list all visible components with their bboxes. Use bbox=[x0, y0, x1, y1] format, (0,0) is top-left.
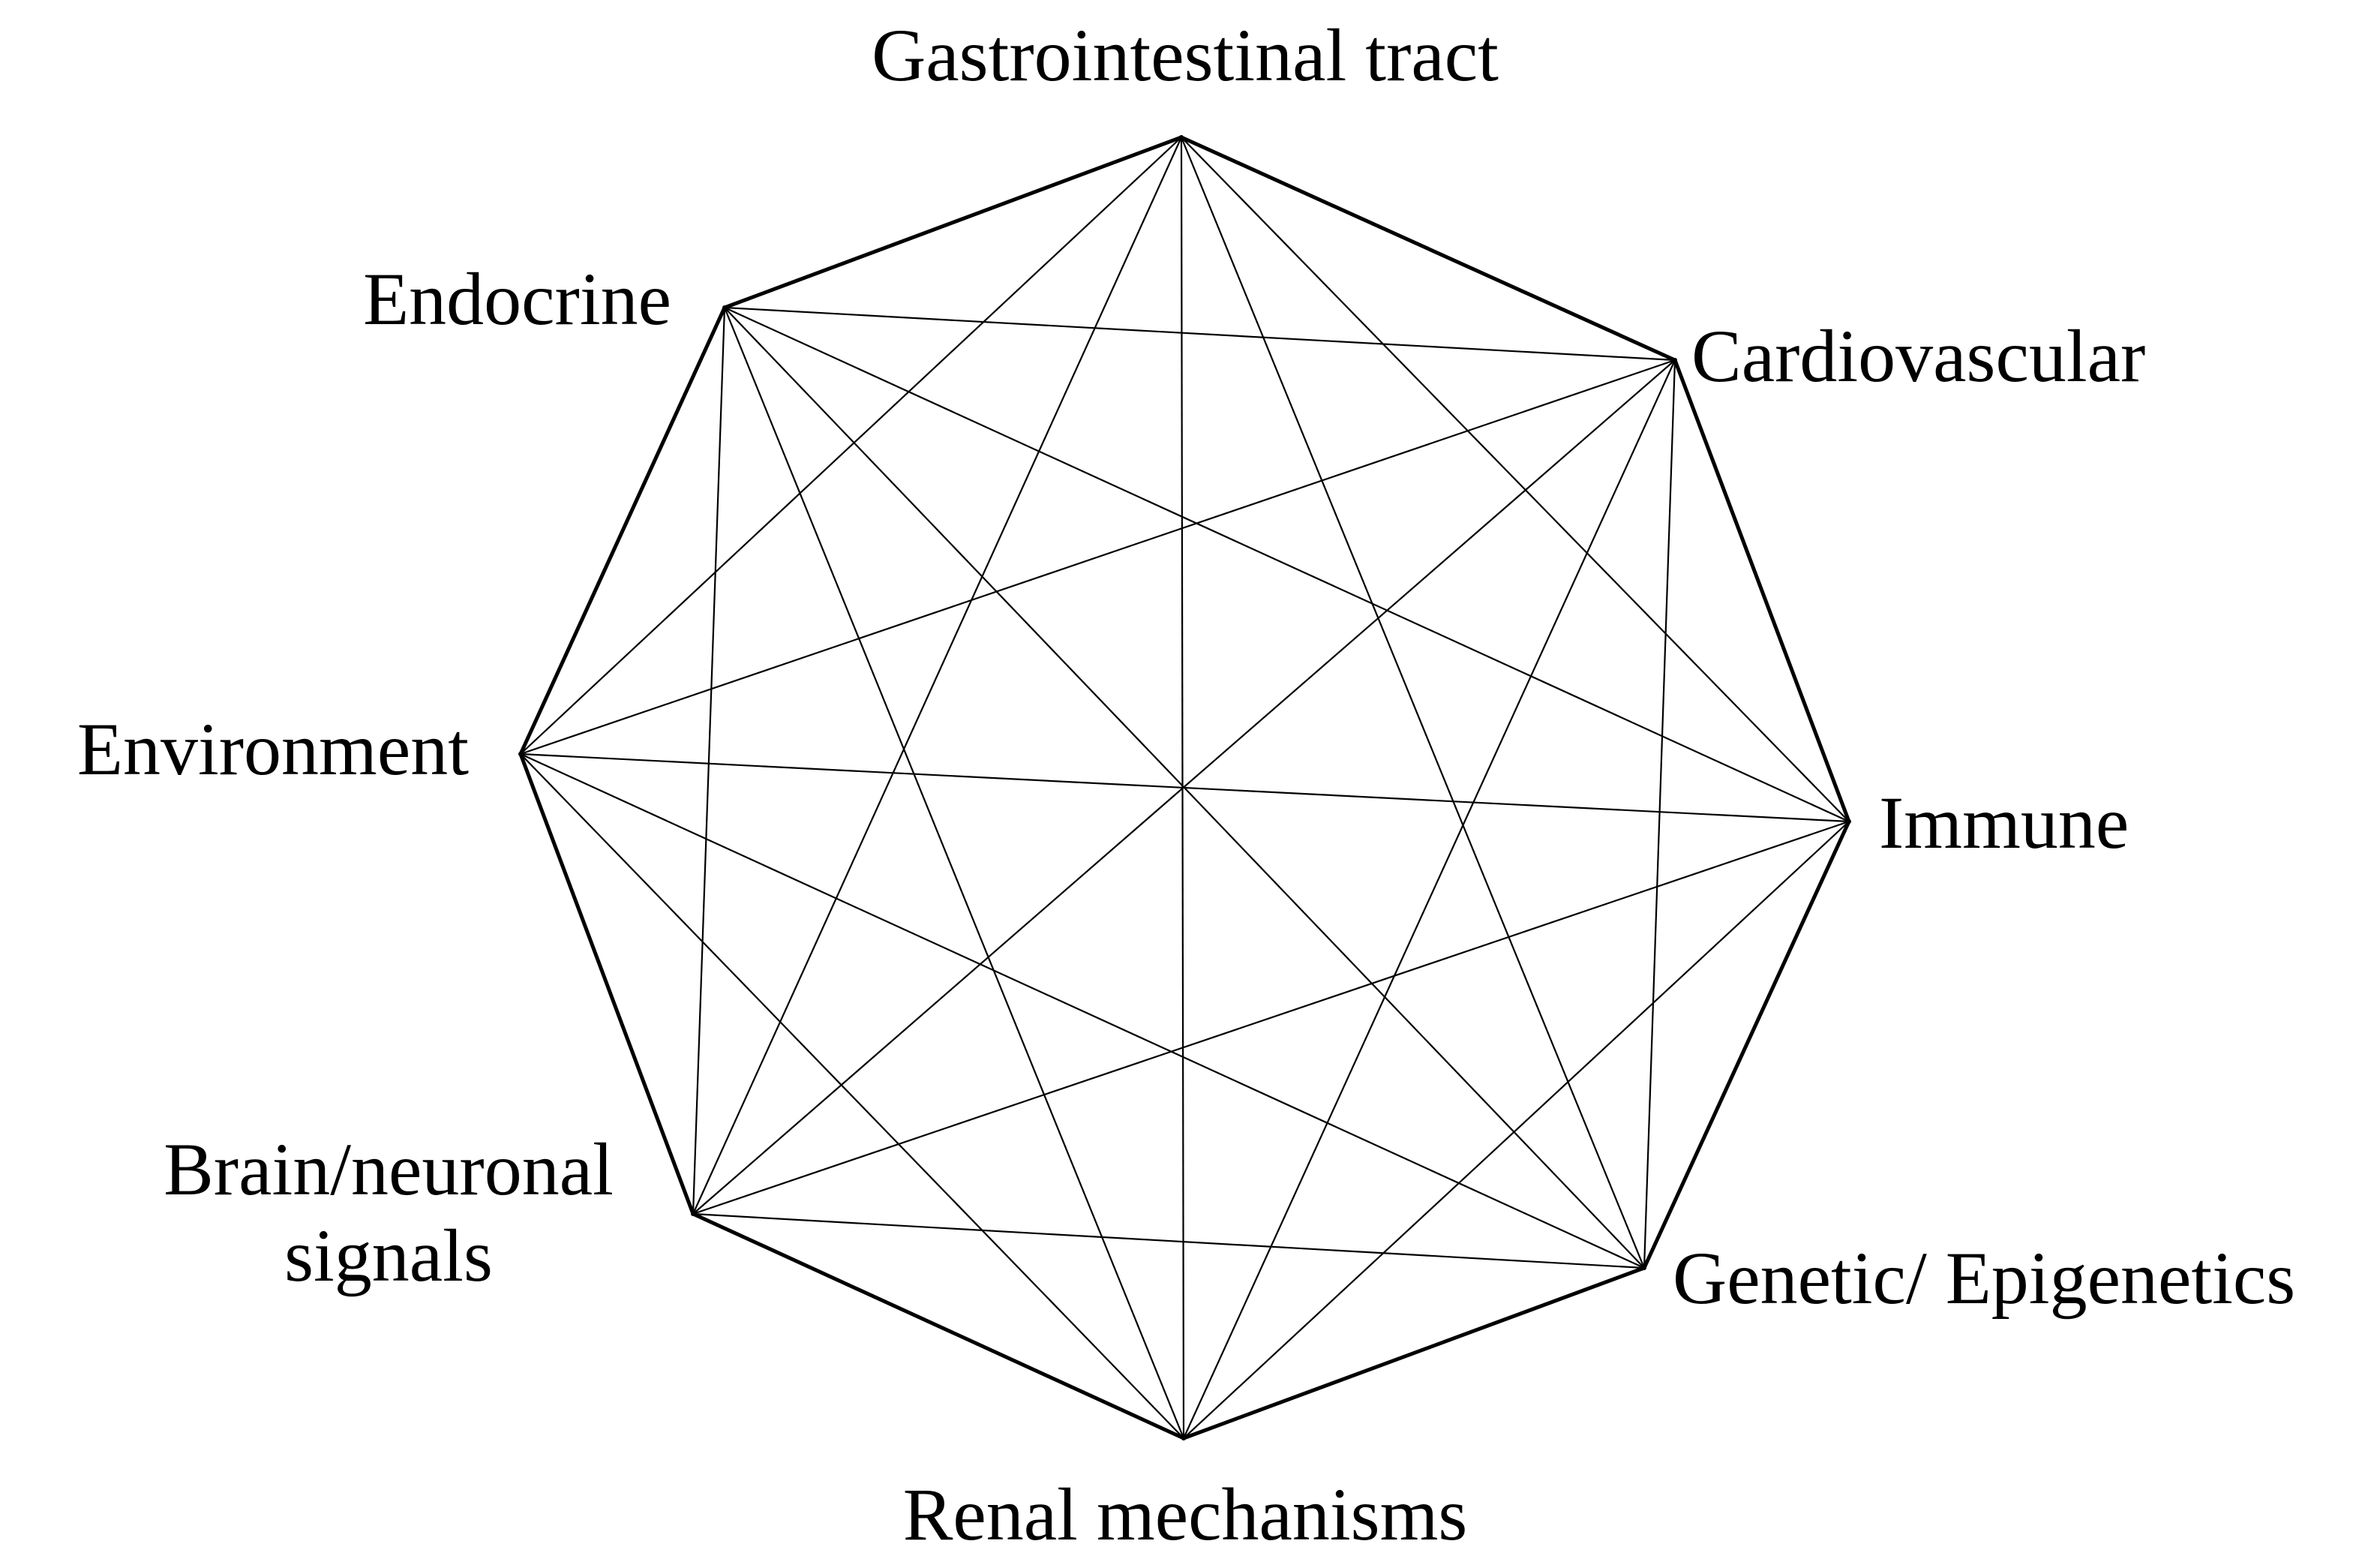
edge-immune-renal bbox=[1183, 821, 1850, 1439]
edges-group bbox=[518, 135, 1851, 1440]
edge-renal-brain bbox=[691, 1212, 1186, 1440]
edge-renal-endocrine bbox=[723, 307, 1185, 1439]
edge-gi-cardio bbox=[1179, 135, 1677, 362]
node-label-immune: Immune bbox=[1879, 781, 2129, 864]
node-label-environment: Environment bbox=[77, 707, 469, 791]
node-vertex-environment bbox=[518, 752, 523, 756]
edge-cardio-immune bbox=[1673, 358, 1851, 824]
edge-gi-immune bbox=[1181, 137, 1850, 822]
edge-immune-genetic bbox=[1642, 819, 1851, 1270]
node-label-renal-mechanisms: Renal mechanisms bbox=[903, 1473, 1468, 1556]
edge-genetic-renal bbox=[1181, 1266, 1646, 1440]
edge-genetic-endocrine bbox=[724, 307, 1645, 1269]
edge-environment-endocrine bbox=[518, 305, 727, 756]
edge-brain-endocrine bbox=[692, 307, 726, 1215]
edge-genetic-brain bbox=[692, 1212, 1645, 1269]
node-vertex-genetic bbox=[1642, 1266, 1646, 1270]
node-label-signals: signals bbox=[284, 1214, 493, 1297]
nodes-group bbox=[518, 135, 1851, 1440]
node-label-genetic-epigenetics: Genetic/ Epigenetics bbox=[1673, 1236, 2295, 1320]
edge-immune-endocrine bbox=[724, 306, 1850, 823]
node-vertex-endocrine bbox=[722, 305, 727, 310]
node-vertex-brain bbox=[691, 1212, 695, 1216]
edge-gi-genetic bbox=[1180, 137, 1646, 1269]
edge-cardio-genetic bbox=[1643, 359, 1676, 1269]
node-vertex-gi bbox=[1179, 135, 1184, 140]
labels-group: Gastrointestinal tract Cardiovascular Im… bbox=[77, 14, 2295, 1556]
node-label-brain-neuronal: Brain/neuronal bbox=[164, 1128, 614, 1211]
edge-brain-environment bbox=[518, 752, 695, 1216]
edge-immune-brain bbox=[692, 820, 1850, 1215]
edge-gi-endocrine bbox=[722, 135, 1184, 310]
edge-renal-environment bbox=[520, 753, 1184, 1439]
edge-cardio-endocrine bbox=[724, 306, 1676, 362]
node-vertex-cardio bbox=[1673, 358, 1677, 362]
node-vertex-renal bbox=[1181, 1436, 1186, 1440]
edge-gi-brain bbox=[692, 137, 1183, 1215]
edge-gi-environment bbox=[520, 137, 1182, 755]
node-label-endocrine: Endocrine bbox=[363, 257, 671, 341]
edge-cardio-renal bbox=[1182, 359, 1676, 1439]
edge-cardio-environment bbox=[520, 359, 1676, 755]
node-label-cardiovascular: Cardiovascular bbox=[1691, 314, 2145, 398]
node-label-gastrointestinal-tract: Gastrointestinal tract bbox=[872, 14, 1499, 97]
edge-genetic-environment bbox=[520, 752, 1645, 1269]
node-vertex-immune bbox=[1847, 819, 1851, 824]
